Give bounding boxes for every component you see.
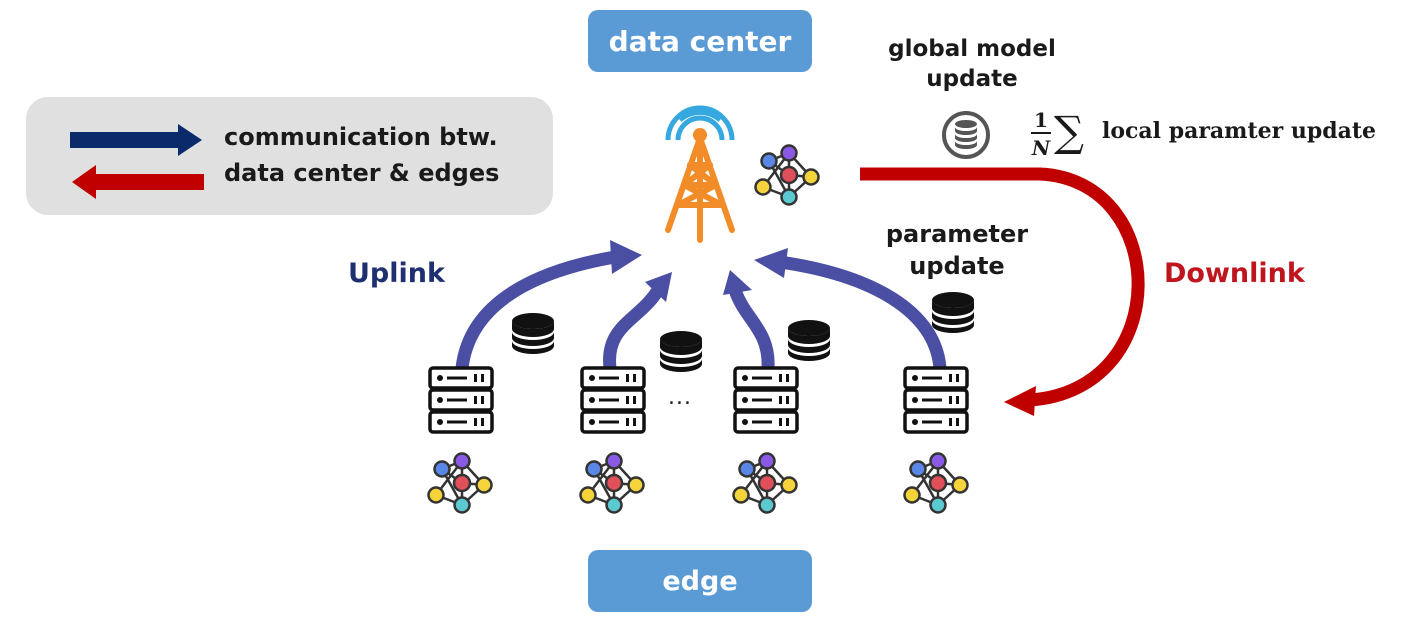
database-icon	[660, 331, 702, 372]
uplink-arrowhead-2	[645, 272, 672, 302]
neural-network-icon	[903, 452, 969, 514]
uplink-arrow-3	[728, 287, 775, 369]
parameter-update-line-1: parameter	[885, 220, 1029, 248]
fraction-bar	[1031, 132, 1051, 134]
global-update-line-2: update	[926, 66, 1018, 92]
global-update-line-1: global model	[888, 36, 1056, 62]
fraction: 1 N	[1030, 108, 1052, 160]
database-icon	[932, 292, 974, 333]
edge-label: edge	[588, 550, 812, 612]
uplink-arrow-1	[455, 250, 617, 369]
server-rack-icon	[428, 366, 494, 434]
sum-operator: ∑	[1054, 107, 1084, 156]
downlink-arrowhead	[1004, 386, 1036, 416]
legend-box: communication btw. data center & edges	[26, 97, 553, 215]
database-circle-icon	[942, 111, 990, 159]
database-icon	[512, 313, 554, 354]
global-model-update-label: global model update	[872, 34, 1072, 94]
server-rack-icon	[903, 366, 969, 434]
legend-line-1: communication btw.	[224, 123, 498, 151]
neural-network-icon	[732, 452, 798, 514]
uplink-arrowhead-1	[610, 240, 642, 274]
left-arrow-icon	[72, 165, 204, 199]
fraction-numerator: 1	[1034, 108, 1048, 132]
ellipsis: ...	[668, 385, 692, 410]
downlink-label: Downlink	[1164, 258, 1305, 289]
uplink-arrow-4	[779, 255, 947, 369]
fraction-denominator: N	[1031, 136, 1051, 160]
server-rack-icon	[733, 366, 799, 434]
server-rack-icon	[580, 366, 646, 434]
formula-text: local paramter update	[1102, 118, 1377, 144]
neural-network-icon	[754, 144, 820, 206]
right-arrow-icon	[70, 124, 202, 156]
uplink-arrowhead-3	[723, 270, 752, 295]
uplink-arrow-2	[603, 286, 664, 369]
neural-network-icon	[427, 452, 493, 514]
parameter-update-label: parameter update	[872, 218, 1042, 282]
database-icon	[788, 320, 830, 361]
uplink-label: Uplink	[348, 258, 445, 289]
data-center-label: data center	[588, 10, 812, 72]
neural-network-icon	[579, 452, 645, 514]
radio-tower-icon	[665, 105, 735, 243]
uplink-arrowhead-4	[754, 248, 788, 278]
legend-line-2: data center & edges	[224, 159, 500, 187]
downlink-arrow	[860, 167, 1145, 407]
uplink-arrows	[455, 250, 947, 369]
legend-arrows	[70, 124, 204, 199]
parameter-update-line-2: update	[909, 252, 1005, 280]
